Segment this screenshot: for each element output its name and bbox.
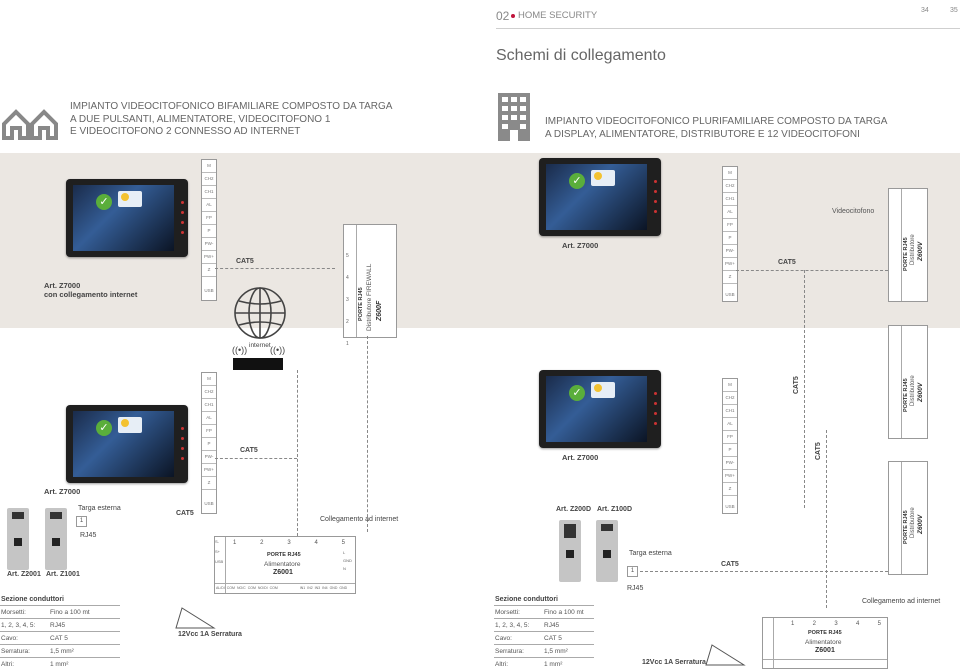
- sezione-title: Sezione conduttori: [495, 596, 558, 603]
- conductor-table: Morsetti:Fino a 100 mt 1, 2, 3, 4, 5:RJ4…: [494, 605, 594, 670]
- cat5-label: CAT5: [176, 510, 194, 517]
- panel-label: Art. Z200D: [556, 506, 592, 513]
- cat5-label: CAT5: [793, 376, 800, 394]
- globe-icon: [234, 287, 286, 339]
- cable-line: [215, 268, 335, 269]
- right-monitor2-label: Art. Z7000: [562, 453, 599, 462]
- cable-line: [367, 336, 368, 532]
- page-number-left: 34: [921, 7, 929, 14]
- left-monitor1-sublabel: con collegamento internet: [44, 290, 138, 299]
- page-number-right: 35: [950, 7, 958, 14]
- targa-esterna-label: Targa esterna: [78, 505, 121, 512]
- cable-line: [215, 458, 297, 459]
- cat5-label: CAT5: [236, 258, 254, 265]
- psu-model: Z6001: [815, 647, 835, 654]
- check-icon: ✓: [96, 420, 112, 436]
- check-icon: ✓: [96, 194, 112, 210]
- firewall-model: Z600F: [376, 300, 383, 321]
- rj45-label: RJ45: [627, 585, 644, 592]
- conductor-table: Morsetti:Fino a 100 mt 1, 2, 3, 4, 5:RJ4…: [0, 605, 120, 670]
- accent-dot: [511, 14, 515, 18]
- psu-title: PORTE RJ45: [808, 630, 842, 636]
- right-monitor1-label: Art. Z7000: [562, 241, 599, 250]
- monitor-screen: ✓: [66, 405, 188, 483]
- videocitofono-label: Videocitofono: [832, 208, 875, 215]
- psu-title: PORTE RJ45: [267, 552, 301, 558]
- distributor: PORTE RJ45 Distributore Z600V: [888, 461, 928, 575]
- targa-number: 1: [76, 516, 87, 527]
- panel-label: Art. Z1001: [46, 571, 80, 578]
- right-description: IMPIANTO VIDEOCITOFONICO PLURIFAMILIARE …: [545, 116, 888, 140]
- header-divider: [496, 28, 960, 29]
- building-icon: [498, 93, 530, 141]
- distributor: PORTE RJ45 Distributore Z600V: [888, 188, 928, 302]
- lock-icon: [705, 644, 746, 666]
- cable-line: [640, 571, 888, 572]
- firewall-title: PORTE RJ45: [358, 287, 364, 321]
- rj45-label: RJ45: [80, 532, 97, 539]
- serratura-label: 12Vcc 1A Serratura: [642, 659, 706, 666]
- targa-number: 1: [627, 566, 638, 577]
- section-number: 02: [496, 9, 510, 23]
- section-title: HOME SECURITY: [518, 10, 598, 21]
- distributor: PORTE RJ45 Distributore Z600V: [888, 325, 928, 439]
- serratura-label: 12Vcc 1A Serratura: [178, 631, 242, 638]
- firewall-name: Distributore FIREWALL: [366, 263, 373, 331]
- wifi-icon: ((•)): [270, 345, 286, 355]
- door-panel: [596, 520, 618, 582]
- psu-model: Z6001: [273, 569, 293, 576]
- door-panel: [45, 508, 67, 570]
- left-monitor1-label: Art. Z7000: [44, 281, 81, 290]
- monitor-screen: ✓: [539, 158, 661, 236]
- check-icon: ✓: [569, 385, 585, 401]
- sezione-title: Sezione conduttori: [1, 596, 64, 603]
- house-icon: [2, 109, 58, 140]
- cable-line: [297, 370, 298, 536]
- cat5-label: CAT5: [721, 561, 739, 568]
- cable-line: [826, 430, 827, 608]
- cat5-label: CAT5: [778, 259, 796, 266]
- cat5-label: CAT5: [240, 447, 258, 454]
- internet-label: internet: [249, 342, 271, 349]
- monitor-screen: ✓: [66, 179, 188, 257]
- cable-line: [736, 270, 888, 271]
- page-title: Schemi di collegamento: [496, 47, 666, 64]
- router-device: [233, 358, 283, 370]
- door-panel: [7, 508, 29, 570]
- left-monitor2-label: Art. Z7000: [44, 487, 81, 496]
- collegamento-label: Collegamento ad internet: [862, 598, 941, 605]
- panel-label: Art. Z2001: [7, 571, 41, 578]
- cable-line: [804, 270, 805, 508]
- panel-label: Art. Z100D: [597, 506, 633, 513]
- cat5-label: CAT5: [815, 442, 822, 460]
- monitor-screen: ✓: [539, 370, 661, 448]
- collegamento-label: Collegamento ad internet: [320, 516, 399, 523]
- targa-esterna-label: Targa esterna: [629, 550, 672, 557]
- left-description: IMPIANTO VIDEOCITOFONICO BIFAMILIARE COM…: [70, 101, 393, 137]
- wifi-icon: ((•)): [232, 345, 248, 355]
- psu-name: Alimentatore: [264, 561, 301, 568]
- door-panel: [559, 520, 581, 582]
- check-icon: ✓: [569, 173, 585, 189]
- psu-name: Alimentatore: [805, 639, 842, 646]
- lock-icon: [175, 607, 216, 629]
